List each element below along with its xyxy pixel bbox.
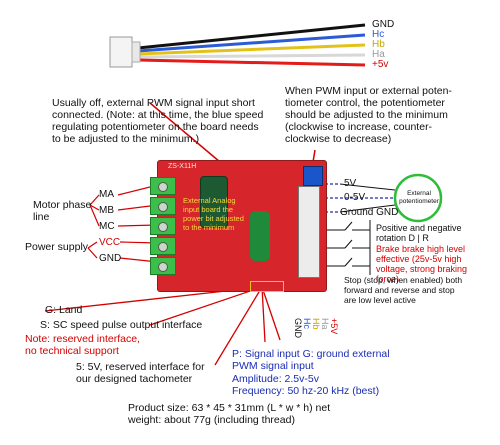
amplitude-note: Amplitude: 2.5v-5v (232, 373, 319, 385)
wire-line (137, 33, 366, 53)
terminal-ma (150, 177, 176, 195)
wire-line (137, 53, 366, 59)
silk-model-label: ZS-X11H (168, 163, 197, 170)
v5-label: 5V (344, 178, 357, 189)
stop-label: Stop (stop, when enabled) both forward a… (344, 275, 463, 305)
ground-gnd-label: Ground GND (340, 207, 399, 218)
terminal-mc (150, 217, 176, 235)
pwm-pot-note: When PWM input or external poten- tiomet… (285, 85, 452, 145)
reserved-note: Note: reserved interface, no technical s… (25, 333, 140, 357)
s-pulse-note: S: SC speed pulse output interface (40, 319, 203, 331)
wire-label: Hc (372, 29, 385, 40)
external-pot-label: External potentiometer (399, 190, 439, 205)
product-note: Product size: 63 * 45 * 31mm (L * w * h)… (128, 402, 331, 426)
rotation-label: Positive and negative rotation D | R (376, 223, 462, 243)
inductor (250, 211, 270, 261)
sc-header (250, 281, 284, 292)
terminal-vcc (150, 237, 176, 255)
capacitor (200, 176, 228, 228)
gnd-label: GND (99, 253, 122, 264)
motor-phase-label: Motor phase line (33, 199, 92, 223)
v0-5-label: 0-5V (344, 192, 366, 203)
wire-label: Ha (372, 49, 385, 60)
wire-label: Hb (372, 39, 385, 50)
terminal-gnd (150, 257, 176, 275)
pwm-short-note: Usually off, external PWM signal input s… (52, 97, 264, 145)
mc-label: MC (99, 221, 115, 232)
power-supply-label: Power supply (25, 241, 89, 253)
board-overlay-note: External Analog input board the power bi… (183, 196, 244, 232)
tacho-note: 5: 5V, reserved interface for our design… (76, 361, 205, 385)
ma-label: MA (99, 189, 114, 200)
wire-line (137, 43, 366, 56)
vcc-label: VCC (99, 237, 121, 248)
g-land-note: G: Land (45, 304, 83, 316)
controller-board: ZS-X11H External Analog input board the … (157, 160, 327, 292)
mb-label: MB (99, 205, 114, 216)
control-header (298, 186, 320, 278)
brake-label: Brake brake high level effective (25v-5v… (376, 244, 468, 284)
frequency-note: Frequency: 50 hz-20 kHz (best) (232, 385, 380, 397)
wire-label: +5v (372, 59, 389, 70)
wire-line (137, 23, 366, 50)
speed-potentiometer[interactable] (303, 166, 323, 186)
terminal-mb (150, 197, 176, 215)
wire-line (137, 58, 366, 67)
wire-label: GND (372, 19, 395, 30)
bottom-pin-label: +5V (329, 318, 339, 335)
pwm-signal-note: P: Signal input G: ground external PWM s… (232, 348, 390, 372)
